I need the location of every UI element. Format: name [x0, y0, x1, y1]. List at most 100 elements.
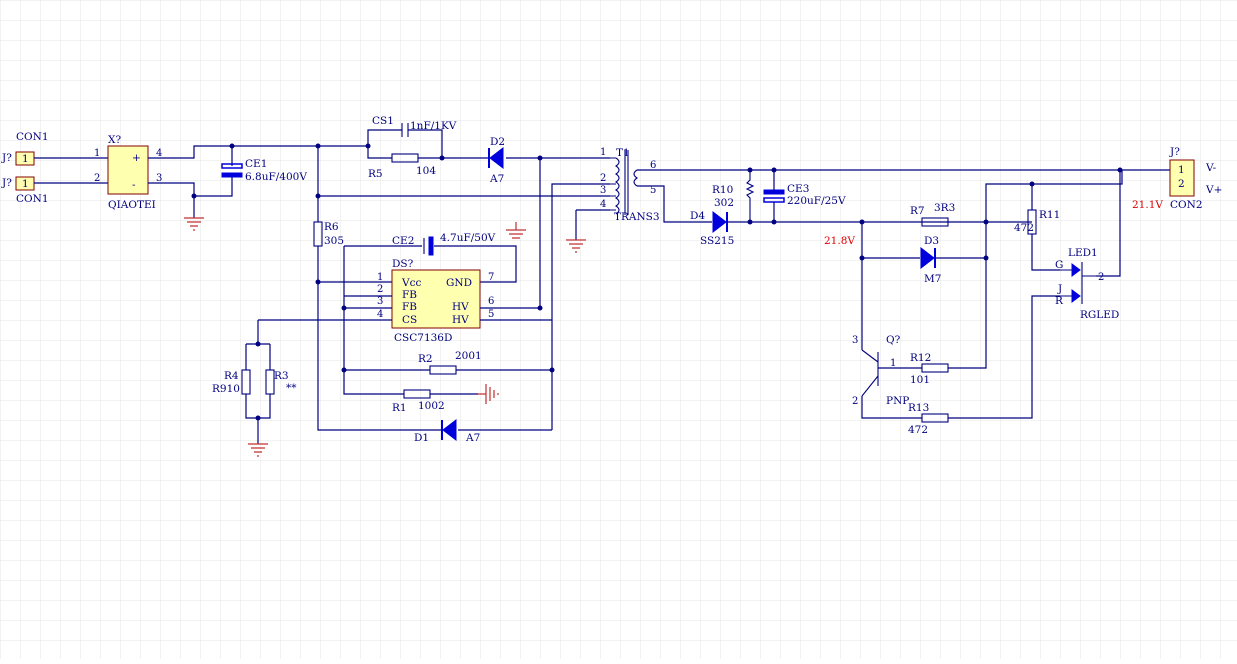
svg-text:G: G	[1055, 259, 1063, 271]
svg-text:1: 1	[890, 358, 896, 369]
diode-d4[interactable]: D4 SS215	[690, 210, 734, 247]
ground-symbol-1	[184, 217, 204, 231]
diode-d3[interactable]: D3 M7	[920, 235, 941, 285]
svg-text:1: 1	[1178, 164, 1185, 176]
svg-text:3: 3	[377, 296, 383, 307]
svg-text:-: -	[132, 179, 136, 191]
svg-text:2001: 2001	[455, 350, 482, 362]
svg-text:2: 2	[1098, 272, 1104, 283]
svg-text:4: 4	[377, 309, 383, 320]
svg-text:A7: A7	[465, 432, 480, 444]
svg-text:X?: X?	[108, 134, 121, 146]
transformer-t1[interactable]: T1 TRANS3 1 2 3 4 6 5	[600, 147, 660, 223]
svg-text:A7: A7	[489, 173, 504, 185]
connector-con2[interactable]: 1 2 J? CON2 V- V+	[1169, 146, 1222, 211]
svg-text:1: 1	[377, 272, 383, 283]
svg-text:R11: R11	[1039, 209, 1060, 221]
svg-text:FB: FB	[402, 289, 417, 301]
capacitor-cs1[interactable]: CS1 1nF/1KV	[372, 115, 457, 137]
svg-text:CON2: CON2	[1170, 199, 1203, 211]
resistor-r6[interactable]: R6 305	[313, 221, 344, 247]
svg-text:472: 472	[1014, 222, 1034, 234]
svg-text:R910: R910	[212, 383, 240, 395]
diode-d1[interactable]: D1 A7	[414, 418, 480, 444]
svg-text:V-: V-	[1205, 162, 1217, 174]
svg-text:R4: R4	[224, 370, 239, 382]
svg-text:LED1: LED1	[1068, 247, 1098, 259]
svg-text:101: 101	[910, 374, 930, 386]
svg-text:305: 305	[324, 235, 344, 247]
svg-text:R13: R13	[908, 402, 929, 414]
junction-dots	[191, 143, 1123, 421]
capacitor-ce3[interactable]: CE3 220uF/25V	[763, 170, 846, 222]
svg-text:R1: R1	[392, 402, 407, 414]
svg-text:R3: R3	[274, 370, 289, 382]
svg-text:SS215: SS215	[700, 235, 734, 247]
svg-text:1002: 1002	[418, 400, 445, 412]
svg-text:6: 6	[650, 160, 656, 171]
ground-symbol-2	[506, 222, 526, 239]
bridge-rectifier-x[interactable]: + - X? QIAOTEI 1 2 4 3	[94, 134, 162, 211]
resistor-r12[interactable]: R12 101	[910, 352, 949, 386]
connector-con1-bottom[interactable]: 1 J? CON1	[1, 176, 49, 205]
svg-text:4: 4	[156, 148, 162, 159]
ic-csc7136d[interactable]: Vcc FB FB CS GND HV HV DS? CSC7136D 1 2 …	[377, 258, 494, 344]
svg-text:M7: M7	[924, 273, 941, 285]
svg-text:CS: CS	[402, 314, 417, 326]
svg-text:1nF/1KV: 1nF/1KV	[410, 120, 457, 132]
svg-text:J?: J?	[1, 177, 12, 189]
svg-text:FB: FB	[402, 301, 417, 313]
svg-text:CE3: CE3	[787, 183, 809, 195]
svg-text:CE1: CE1	[245, 158, 267, 170]
svg-text:D3: D3	[924, 235, 939, 247]
transistor-pnp-q[interactable]: Q? PNP 1 2 3	[852, 334, 909, 407]
svg-text:5: 5	[650, 185, 656, 196]
svg-text:2: 2	[1178, 178, 1185, 190]
resistor-r1[interactable]: R1 1002	[392, 389, 445, 414]
svg-text:220uF/25V: 220uF/25V	[787, 195, 846, 207]
resistor-r2[interactable]: R2 2001	[418, 350, 482, 375]
svg-text:Vcc: Vcc	[401, 277, 421, 289]
svg-text:CON1: CON1	[16, 131, 49, 143]
resistor-r7[interactable]: R7 3R3	[910, 202, 955, 227]
svg-text:6.8uF/400V: 6.8uF/400V	[245, 171, 307, 183]
resistor-r3[interactable]: R3 **	[265, 369, 297, 395]
led-rgled[interactable]: LED1 G J R 2 RGLED	[1055, 247, 1119, 321]
svg-text:DS?: DS?	[392, 258, 414, 270]
svg-text:+: +	[132, 152, 141, 164]
capacitor-ce2[interactable]: CE2 4.7uF/50V	[392, 232, 496, 256]
svg-text:J: J	[1057, 283, 1062, 295]
capacitor-ce1[interactable]: CE1 6.8uF/400V	[194, 146, 307, 197]
svg-text:4.7uF/50V: 4.7uF/50V	[440, 232, 496, 244]
svg-text:1: 1	[600, 147, 606, 158]
resistor-r10[interactable]: R10 302	[712, 170, 755, 222]
svg-text:1: 1	[94, 148, 100, 159]
svg-text:R12: R12	[910, 352, 931, 364]
svg-text:3: 3	[852, 335, 858, 346]
diode-d2[interactable]: D2 A7	[488, 136, 505, 185]
svg-text:J?: J?	[1, 152, 12, 164]
svg-text:HV: HV	[452, 301, 469, 313]
voltage-21-8: 21.8V	[824, 235, 855, 247]
resistor-r13[interactable]: R13 472	[908, 402, 949, 436]
ground-symbol-3	[478, 384, 499, 404]
svg-text:472: 472	[908, 424, 928, 436]
svg-text:QIAOTEI: QIAOTEI	[108, 199, 156, 211]
svg-text:6: 6	[488, 296, 494, 307]
connector-con1-top[interactable]: 1 J? CON1	[1, 131, 49, 166]
svg-text:CSC7136D: CSC7136D	[394, 332, 452, 344]
svg-text:GND: GND	[446, 277, 472, 289]
resistor-r5[interactable]: R5 104	[368, 153, 436, 180]
svg-text:R5: R5	[368, 168, 383, 180]
resistor-r11[interactable]: R11 472	[1014, 209, 1060, 235]
svg-text:1: 1	[22, 178, 29, 190]
svg-text:R10: R10	[712, 184, 733, 196]
svg-text:PNP: PNP	[886, 395, 909, 407]
resistor-r4[interactable]: R4 R910	[212, 369, 251, 395]
svg-text:R2: R2	[418, 353, 433, 365]
svg-text:3: 3	[156, 173, 162, 184]
svg-text:J?: J?	[1169, 146, 1180, 158]
svg-text:5: 5	[488, 309, 494, 320]
